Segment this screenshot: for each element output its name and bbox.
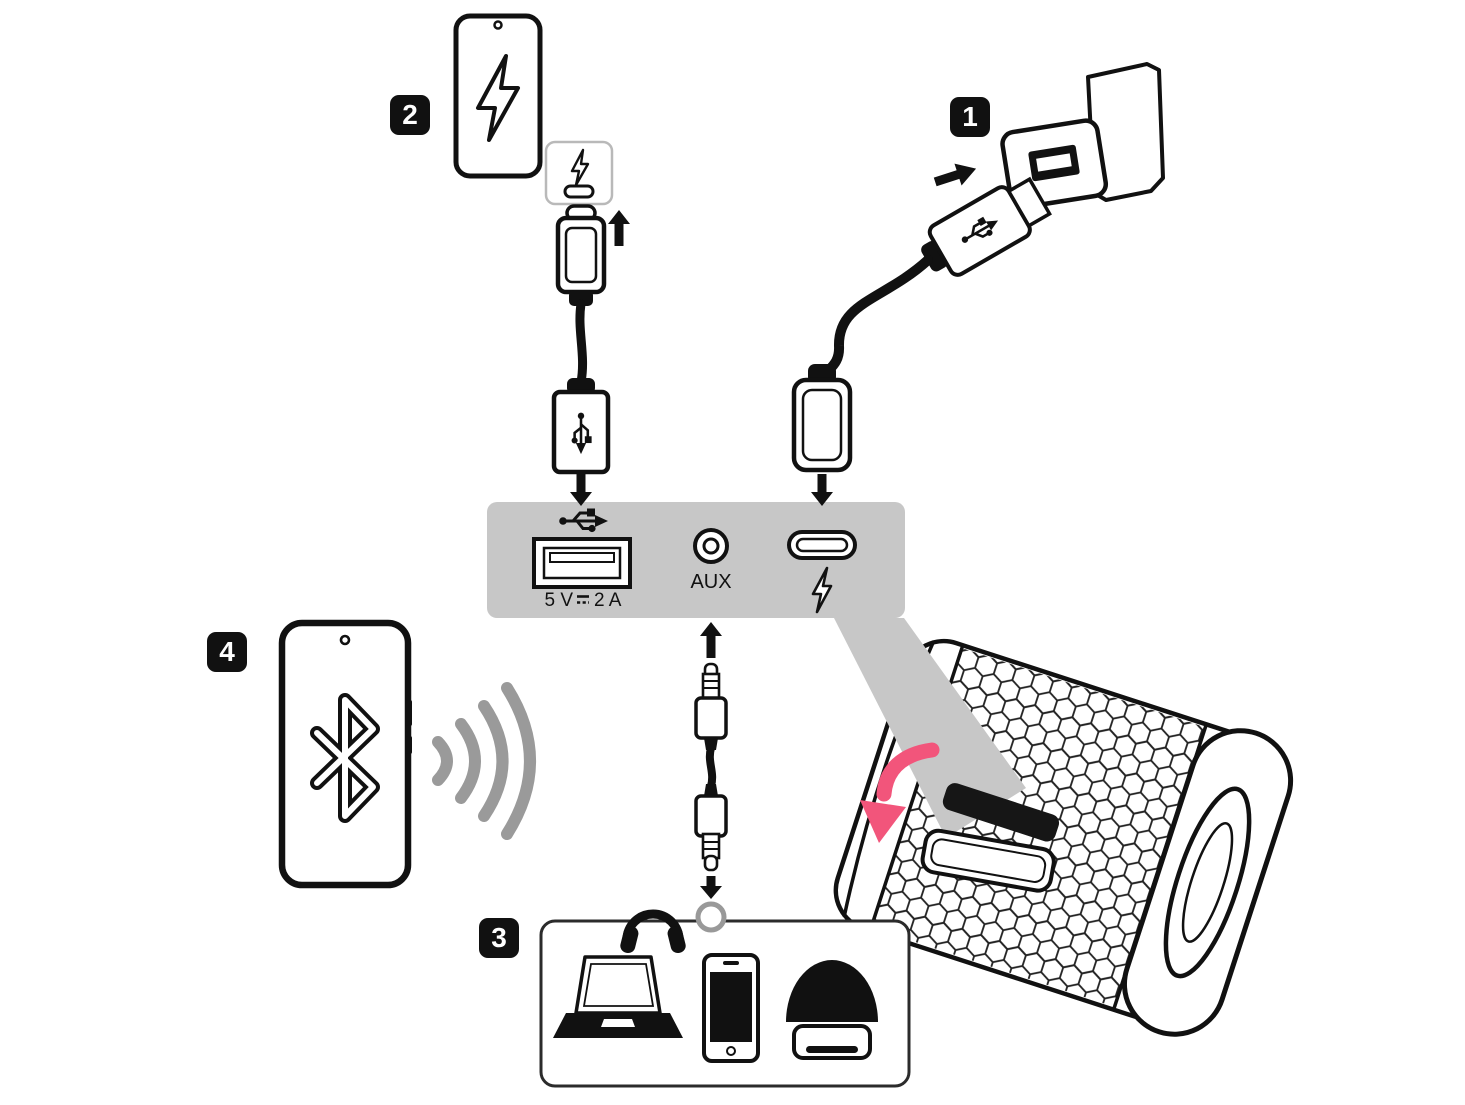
usb-cable (575, 299, 588, 387)
insert-arrow-icon (933, 163, 977, 187)
bluetooth-icon (310, 693, 380, 823)
bluetooth-phone (278, 619, 412, 889)
plug-metal-tip (1006, 176, 1052, 229)
usb-a-port: 5 V 2 A (532, 507, 632, 611)
signal-waves-icon (432, 682, 536, 840)
port-cover-flap (920, 828, 1056, 893)
aux-cable (694, 662, 728, 872)
usb-c-connector (791, 364, 853, 473)
devices-box (539, 901, 911, 1088)
arrow-down-icon (811, 474, 833, 506)
step3-badge: 3 (479, 918, 519, 958)
step1-number: 1 (962, 101, 978, 132)
headphones-icon (620, 909, 686, 954)
step2-number: 2 (402, 99, 418, 130)
speaker-passive-radiator (1163, 786, 1252, 979)
usb-c-port-callout-card (544, 140, 614, 206)
step1-badge: 1 (950, 97, 990, 137)
usb-c-port-pill-icon (563, 184, 595, 199)
power-cable (819, 255, 933, 381)
arrow-up-icon (700, 622, 722, 658)
aux-plug-top (694, 662, 728, 750)
usb-power-label-left: 5 V (544, 590, 573, 611)
arrow-down-icon (700, 876, 722, 899)
speaker-device-icon (786, 960, 878, 1060)
usb-a-connector (551, 378, 611, 475)
step4-badge: 4 (207, 632, 247, 672)
step2-badge: 2 (390, 95, 430, 135)
usb-a-plug (921, 176, 1052, 277)
aux-cable-wire (705, 744, 717, 790)
phone-camera-dot (339, 634, 351, 646)
charging-phone (453, 13, 543, 179)
zoom-cone (834, 618, 1026, 838)
lightning-bolt-icon (811, 566, 833, 614)
phone-notch (493, 20, 503, 30)
phone-side-button (406, 700, 412, 726)
arrow-down-icon (570, 474, 592, 506)
aux-label: AUX (690, 571, 731, 593)
arrow-up-icon (608, 210, 630, 246)
step3-number: 3 (491, 922, 507, 953)
phone-side-button (406, 736, 412, 754)
speaker-port-recess (942, 783, 1060, 842)
smartphone-icon (702, 953, 760, 1063)
usb-c-port (787, 530, 857, 614)
plug-strain-relief (921, 240, 948, 272)
lightning-bolt-icon (476, 54, 520, 142)
aux-input-hole (695, 901, 727, 933)
open-flap-arrow-icon (860, 742, 940, 843)
laptop-icon (553, 955, 683, 1038)
step4-number: 4 (219, 636, 235, 667)
aux-jack: AUX (690, 528, 732, 593)
speaker-radiator-inner-ring (1181, 822, 1234, 943)
usb-power-label-right: 2 A (594, 590, 622, 611)
dc-symbol-icon (577, 595, 589, 604)
usb-c-plug (555, 204, 607, 306)
aux-plug-bottom (694, 784, 728, 872)
